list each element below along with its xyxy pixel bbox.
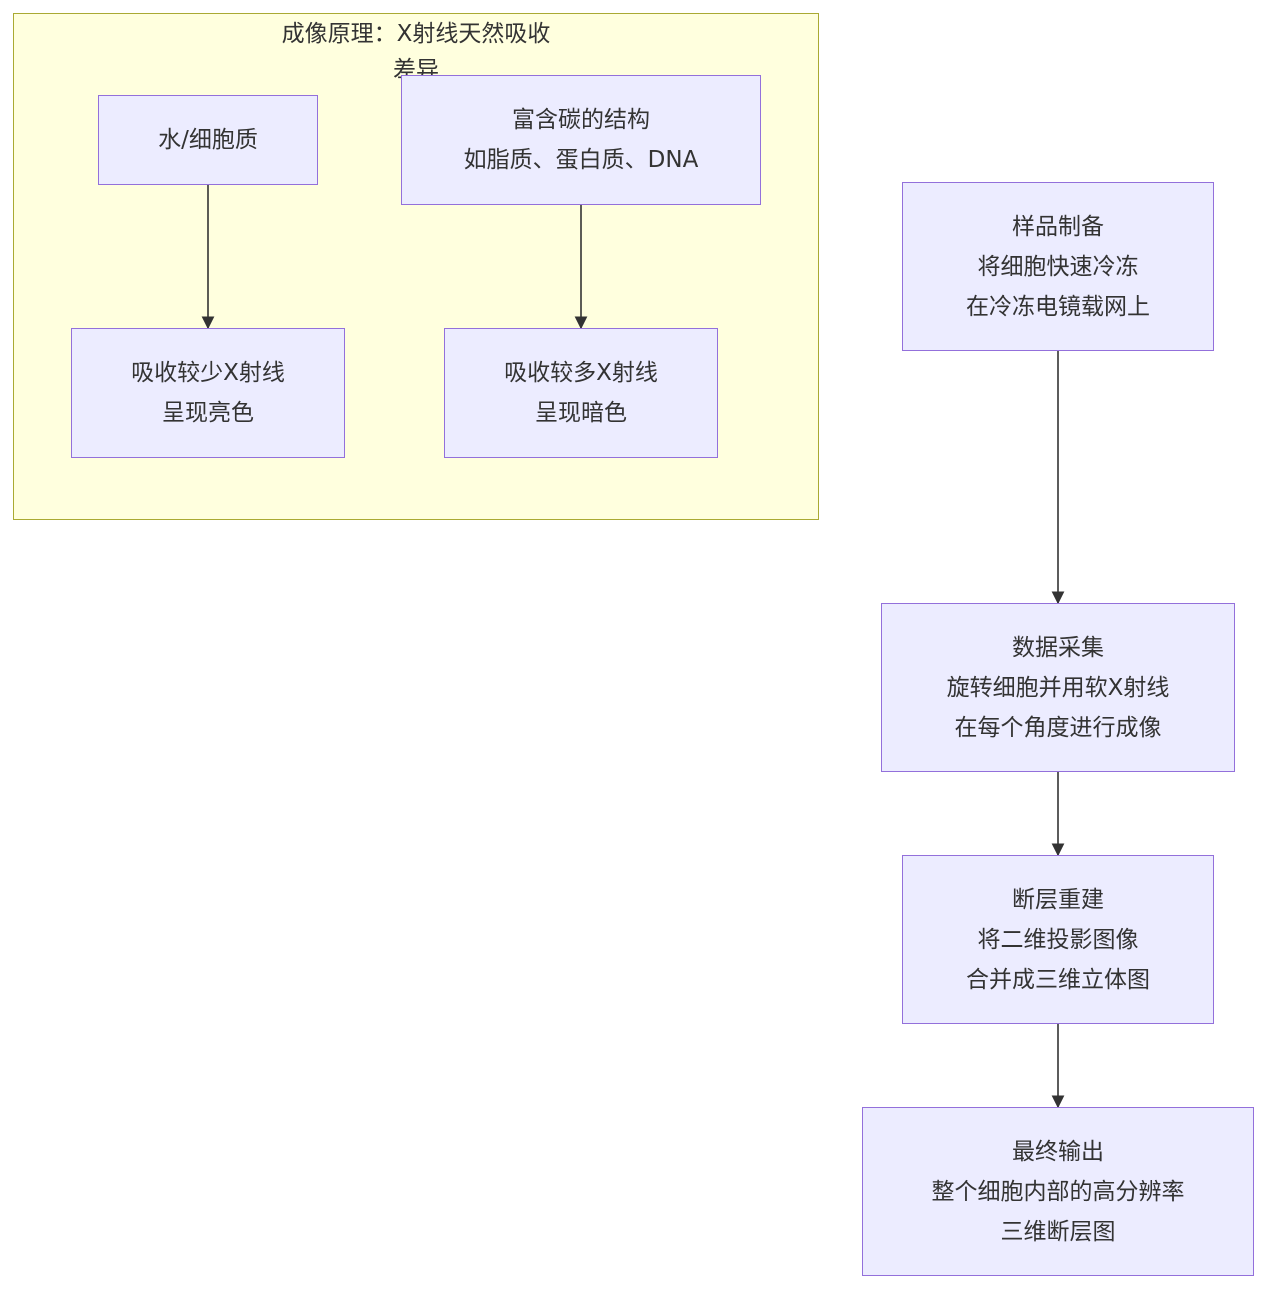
node-data-acquisition: 数据采集 旋转细胞并用软X射线 在每个角度进行成像	[881, 603, 1235, 772]
node-label: 吸收较少X射线 呈现亮色	[131, 360, 285, 426]
group-title: 成像原理：X射线天然吸收 差异	[281, 21, 551, 80]
node-label: 吸收较多X射线 呈现暗色	[504, 360, 658, 426]
node-absorb-less-bright: 吸收较少X射线 呈现亮色	[71, 328, 345, 458]
node-carbon-structures: 富含碳的结构 如脂质、蛋白质、DNA	[401, 75, 761, 205]
node-absorb-more-dark: 吸收较多X射线 呈现暗色	[444, 328, 718, 458]
node-sample-preparation: 样品制备 将细胞快速冷冻 在冷冻电镜载网上	[902, 182, 1214, 351]
node-label: 富含碳的结构 如脂质、蛋白质、DNA	[463, 107, 699, 173]
node-final-output: 最终输出 整个细胞内部的高分辨率 三维断层图	[862, 1107, 1254, 1276]
node-label: 数据采集 旋转细胞并用软X射线 在每个角度进行成像	[946, 634, 1170, 741]
node-tomographic-reconstruction: 断层重建 将二维投影图像 合并成三维立体图	[902, 855, 1214, 1024]
node-label: 最终输出 整个细胞内部的高分辨率 三维断层图	[931, 1138, 1185, 1245]
node-label: 断层重建 将二维投影图像 合并成三维立体图	[966, 886, 1150, 993]
node-label: 水/细胞质	[158, 127, 258, 153]
node-label: 样品制备 将细胞快速冷冻 在冷冻电镜载网上	[966, 213, 1150, 320]
node-water-cytoplasm: 水/细胞质	[98, 95, 318, 185]
